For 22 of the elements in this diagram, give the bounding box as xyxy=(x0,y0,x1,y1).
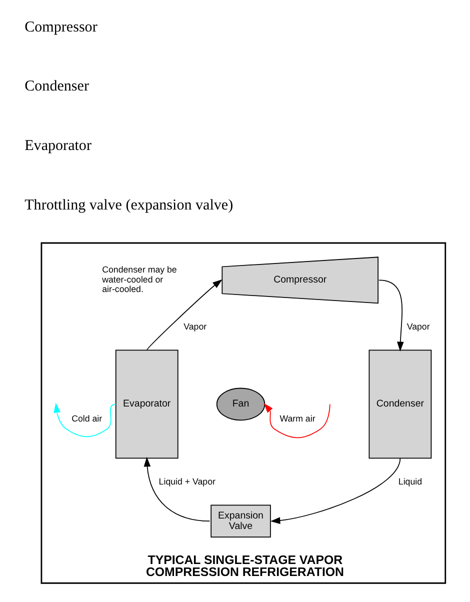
edge-label: Liquid xyxy=(398,476,422,486)
edge-label: Liquid + Vapor xyxy=(158,476,216,486)
node-box: Compressor xyxy=(222,256,378,304)
label: Condenser xyxy=(24,78,89,95)
arrow xyxy=(378,280,404,352)
arrow xyxy=(264,403,330,438)
arrow xyxy=(54,402,116,438)
arrow xyxy=(270,458,401,524)
label: Throttling valve (expansion valve) xyxy=(24,197,234,214)
label: Condenser may be water-cooled or air-cooled. xyxy=(102,264,177,294)
node-box: Evaporator xyxy=(115,350,178,459)
label: Compressor xyxy=(24,19,98,36)
edge-label: Warm air xyxy=(280,413,316,424)
label: Evaporator xyxy=(24,138,92,154)
edge-label: Vapor xyxy=(406,321,430,332)
arrow xyxy=(144,456,210,522)
node-box: Condenser xyxy=(368,350,432,459)
edge-label: Cold air xyxy=(72,413,102,424)
node-ellipse: Fan xyxy=(216,388,266,421)
edge-label: Vapor xyxy=(184,321,207,332)
node-box: Expansion Valve xyxy=(210,504,271,538)
arrow xyxy=(146,279,222,351)
